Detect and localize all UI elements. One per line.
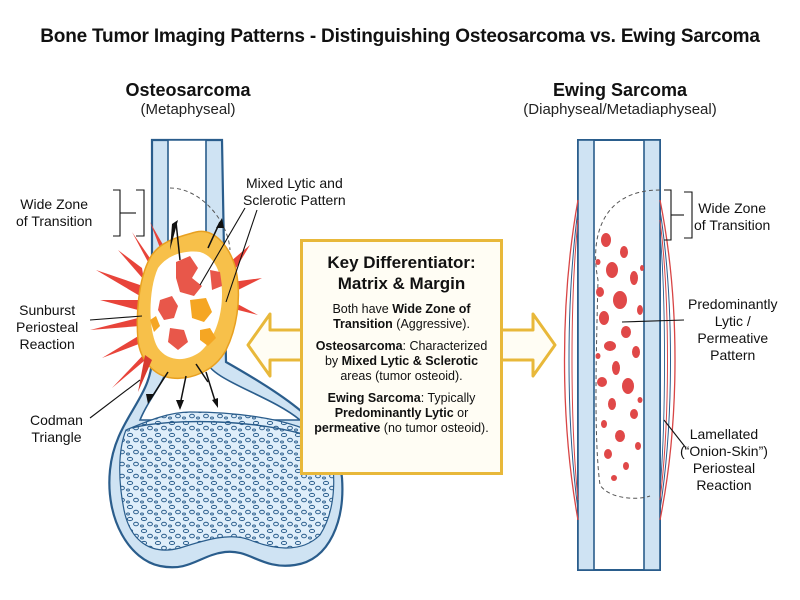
key-paragraph-both: Both have Wide Zone of Transition (Aggre… <box>332 302 471 331</box>
osteosarcoma-heading: Osteosarcoma <box>125 80 251 100</box>
key-paragraph-osteosarcoma: Osteosarcoma: Characterized by Mixed Lyt… <box>315 339 488 383</box>
ewing-heading: Ewing Sarcoma <box>552 80 688 100</box>
osteosarcoma-arrows <box>146 218 224 410</box>
ewing-subheading: (Diaphyseal/Metadiaphyseal) <box>523 101 717 118</box>
ewing-lytic-lesions <box>595 233 644 481</box>
osteosarcoma-subheading: (Metaphyseal) <box>140 101 236 118</box>
key-title: Key Differentiator: Matrix & Margin <box>327 253 476 293</box>
page-title: Bone Tumor Imaging Patterns - Distinguis… <box>40 26 760 47</box>
ewing-bone <box>563 139 676 571</box>
key-paragraph-ewing: Ewing Sarcoma: Typically Predominantly L… <box>314 391 489 435</box>
comparison-arrow <box>246 312 557 378</box>
key-differentiator-box: Key Differentiator: Matrix & Margin Both… <box>300 239 503 475</box>
osteosarcoma-tumor <box>136 230 240 380</box>
ewing-pointers <box>621 189 693 449</box>
codman-triangle <box>138 355 152 392</box>
sunburst-reaction <box>90 222 262 388</box>
osteosarcoma-pointers <box>89 189 258 419</box>
